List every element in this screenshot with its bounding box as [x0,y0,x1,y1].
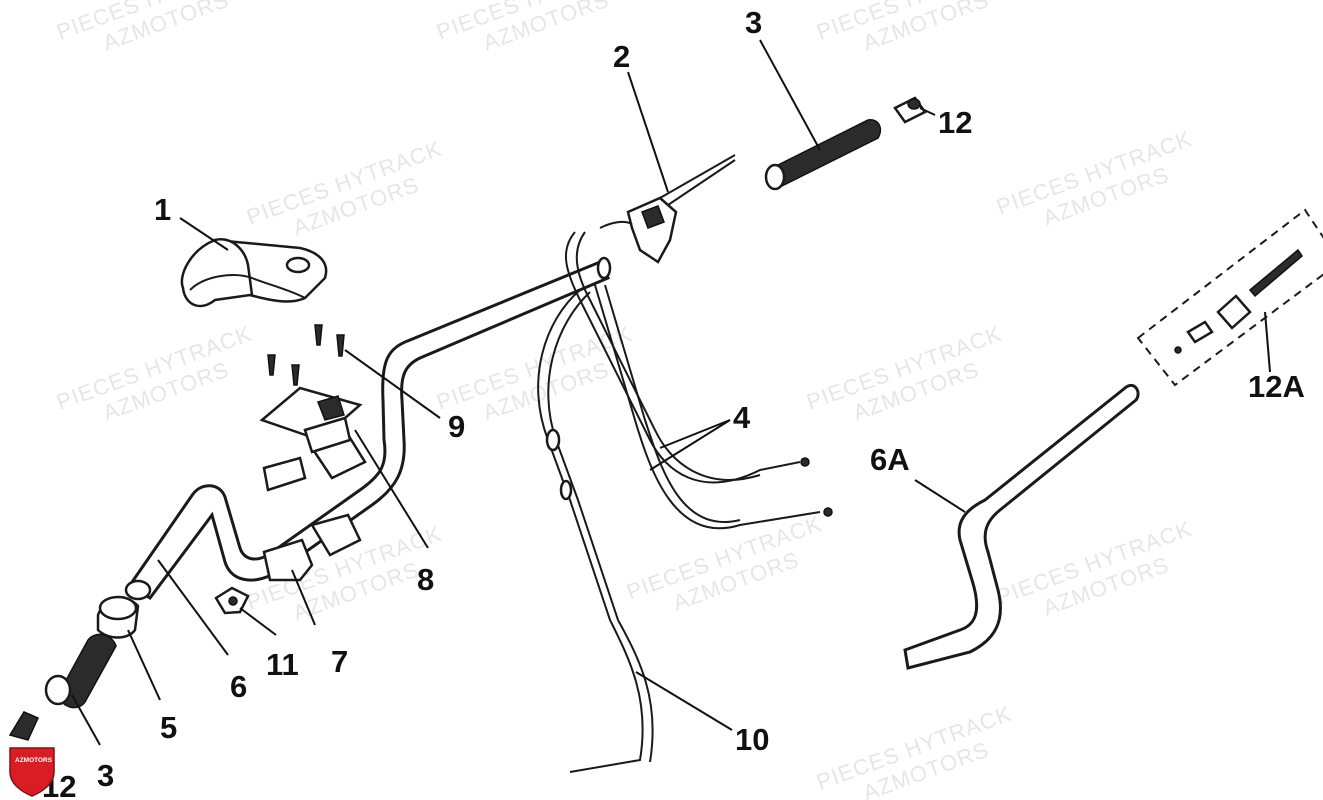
part-label-4: 4 [733,400,751,435]
part-label-2: 2 [613,39,630,74]
part-label-5: 5 [160,710,177,745]
upper-clamp-plate [259,386,363,454]
part-label-7: 7 [331,644,348,679]
left-grip [44,633,117,709]
part-label-12-top: 12 [938,105,972,140]
part-label-11: 11 [266,647,299,682]
logo-text: AZMOTORS [15,757,53,764]
logo-shield [9,747,55,797]
leader-lines [71,39,1271,746]
right-bar-end-plug [893,96,927,124]
part-label-6a: 6A [870,442,910,477]
brake-cables [564,231,833,530]
part-label-10: 10 [735,722,769,757]
part-label-3-bottom: 3 [97,758,114,793]
throttle-housing [96,595,140,639]
part-label-3-top: 3 [745,5,762,40]
part-label-9: 9 [448,409,465,444]
clamp-bolts [267,324,345,386]
throttle-cable [537,289,654,773]
part-label-6: 6 [230,669,247,704]
alternate-handlebar [903,383,1140,670]
left-bar-end-plug [8,711,39,741]
azmotors-logo: AZMOTORS [9,747,55,797]
part-label-8: 8 [417,562,434,597]
right-grip [764,119,882,191]
handlebar-cover-pad [180,238,328,308]
brake-lever-assembly [599,154,736,264]
bar-end-kit-box [1136,208,1323,387]
part-label-12a: 12A [1248,369,1305,404]
small-bracket [214,586,250,615]
part-label-1: 1 [154,192,171,227]
part-labels: 1 2 3 12 4 6A 12A 9 8 7 11 6 5 3 10 12 [42,5,1305,800]
